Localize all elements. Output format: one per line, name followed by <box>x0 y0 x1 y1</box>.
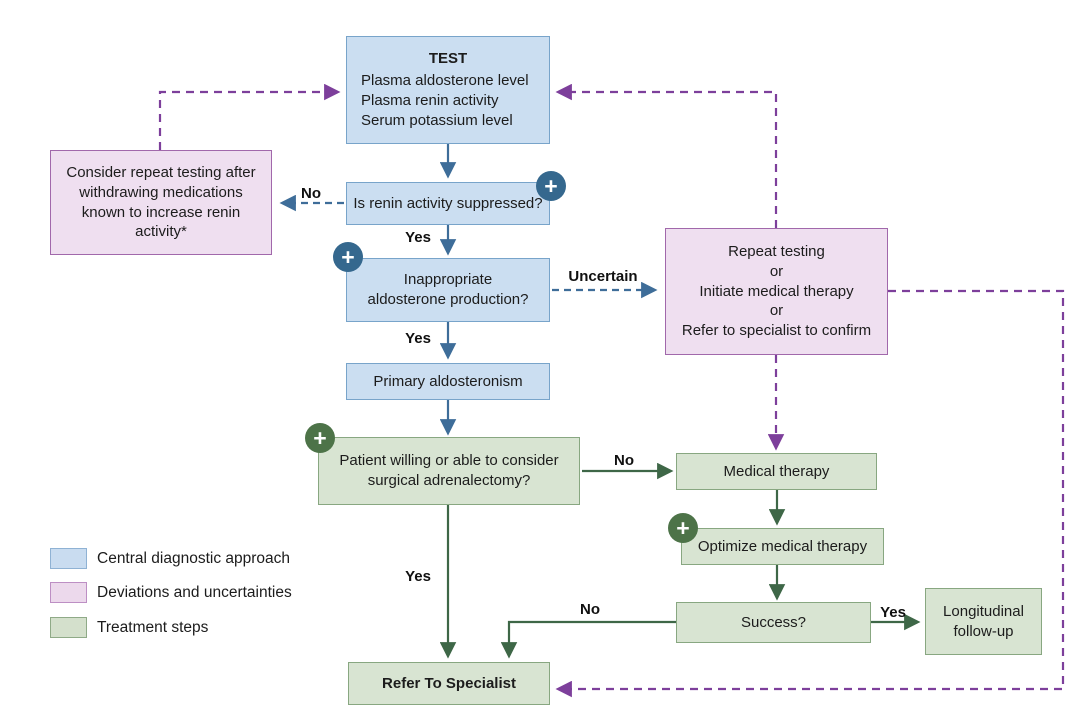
consider-repeat-line: known to increase renin <box>81 203 241 221</box>
primary-aldosteronism-box: Primary aldosteronism <box>346 363 550 400</box>
medical-therapy-text: Medical therapy <box>723 462 830 480</box>
longitudinal-followup-box: Longitudinal follow-up <box>925 588 1042 655</box>
success-box: Success? <box>676 602 871 643</box>
edge-label-inappropriate-yes: Yes <box>405 330 431 347</box>
legend-label-diagnostic: Central diagnostic approach <box>97 549 291 567</box>
longitudinal-followup-line: Longitudinal <box>943 602 1024 620</box>
refer-to-specialist-box: Refer To Specialist <box>348 662 550 705</box>
legend-item-diagnostic: Central diagnostic approach <box>50 548 290 569</box>
optimize-medical-therapy-box: Optimize medical therapy <box>681 528 884 565</box>
test-box-line: Plasma renin activity <box>361 92 499 109</box>
renin-suppressed-text: Is renin activity suppressed? <box>353 194 543 212</box>
edge-label-uncertain: Uncertain <box>568 268 638 285</box>
test-box-line: Serum potassium level <box>361 111 513 129</box>
plus-icon[interactable]: + <box>536 171 566 201</box>
edge-label-patient-yes: Yes <box>405 568 431 585</box>
legend-item-treatment: Treatment steps <box>50 617 208 638</box>
legend-item-deviations: Deviations and uncertainties <box>50 582 292 603</box>
consider-repeat-line: Consider repeat testing after <box>66 163 256 181</box>
consider-repeat-box: Consider repeat testing after withdrawin… <box>50 150 272 255</box>
success-text: Success? <box>740 613 807 631</box>
legend-swatch-treatment <box>50 617 87 638</box>
inappropriate-production-box: Inappropriate aldosterone production? <box>346 258 550 322</box>
consider-repeat-line: activity* <box>135 223 187 241</box>
test-box-title: TEST <box>428 50 468 68</box>
test-box-line: Plasma aldosterone level <box>361 72 529 90</box>
primary-aldosteronism-text: Primary aldosteronism <box>373 372 523 390</box>
legend-label-deviations: Deviations and uncertainties <box>97 583 292 601</box>
edge-label-success-no: No <box>580 601 600 618</box>
test-box: TEST Plasma aldosterone level Plasma ren… <box>346 36 550 144</box>
plus-icon[interactable]: + <box>333 242 363 272</box>
plus-icon[interactable]: + <box>668 513 698 543</box>
edge-label-patient-no: No <box>614 452 634 469</box>
legend-swatch-deviations <box>50 582 87 603</box>
consider-repeat-line: withdrawing medications <box>79 183 243 201</box>
plus-icon[interactable]: + <box>305 423 335 453</box>
repeat-testing-line: Initiate medical therapy <box>699 282 854 300</box>
refer-to-specialist-text: Refer To Specialist <box>382 674 516 692</box>
legend-swatch-diagnostic <box>50 548 87 569</box>
repeat-testing-line: or <box>769 262 784 280</box>
repeat-testing-line: Repeat testing <box>728 243 825 260</box>
optimize-medical-therapy-text: Optimize medical therapy <box>697 537 868 555</box>
medical-therapy-box: Medical therapy <box>676 453 877 490</box>
repeat-testing-box: Repeat testing or Initiate medical thera… <box>665 228 888 355</box>
inappropriate-production-line: aldosterone production? <box>367 291 529 308</box>
legend-label-treatment: Treatment steps <box>97 618 209 636</box>
renin-suppressed-box: Is renin activity suppressed? <box>346 182 550 225</box>
longitudinal-followup-line: follow-up <box>953 622 1014 640</box>
edge-label-renin-yes: Yes <box>405 229 431 246</box>
edge-label-success-yes: Yes <box>880 604 906 621</box>
patient-willing-line: Patient willing or able to consider <box>339 452 559 470</box>
patient-willing-box: Patient willing or able to consider surg… <box>318 437 580 505</box>
inappropriate-production-line: Inappropriate <box>403 271 493 289</box>
edge-label-renin-no: No <box>301 185 321 202</box>
repeat-testing-line: or <box>769 302 784 320</box>
repeat-testing-line: Refer to specialist to confirm <box>681 322 872 340</box>
patient-willing-line: surgical adrenalectomy? <box>367 472 531 489</box>
